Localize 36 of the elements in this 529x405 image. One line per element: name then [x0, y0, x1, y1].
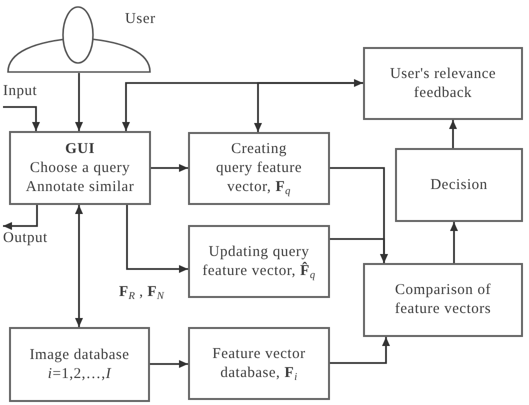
arrow: [3, 106, 40, 131]
process-box: [363, 263, 523, 337]
process-box: [188, 132, 330, 205]
arrow: [449, 120, 457, 148]
box-text: Creating query feature vector, F$_{q}$: [214, 140, 304, 197]
box-text: Choose a query: [30, 158, 130, 178]
box-text: i=1,2,…,I: [48, 364, 112, 384]
process-box: [9, 131, 151, 205]
box-text: User's relevance feedback: [388, 64, 498, 102]
box-heading: GUI: [65, 140, 95, 158]
process-box: [395, 148, 523, 222]
arrow: [151, 164, 188, 172]
box-text: Comparison of feature vectors: [394, 281, 492, 319]
arrow: [126, 205, 188, 273]
process-box: [188, 225, 330, 298]
double-arrow: [122, 79, 363, 131]
edge-label: F$_{R}$ , F$_{N}$: [118, 283, 166, 302]
box-text: Image database: [30, 346, 130, 364]
box-text: Updating query feature vector, F̂$_{q}$: [201, 242, 317, 280]
box-text: Annotate similar: [26, 178, 134, 196]
process-box: [363, 47, 523, 120]
box-text: Decision: [430, 176, 488, 194]
signal-label: Output: [3, 226, 48, 246]
arrow: [3, 205, 38, 230]
arrow: [254, 82, 363, 132]
arrow: [330, 238, 388, 263]
arrow: [150, 360, 188, 368]
signal-label: Input: [3, 84, 38, 107]
arrow: [330, 337, 390, 364]
process-box: [9, 327, 150, 402]
process-box: [188, 327, 330, 400]
box-text: Feature vector database, F$_{i}$: [211, 344, 307, 382]
person-label: User: [125, 11, 156, 28]
arrow: [75, 73, 83, 131]
arrow: [450, 222, 458, 263]
double-arrow: [75, 205, 83, 327]
